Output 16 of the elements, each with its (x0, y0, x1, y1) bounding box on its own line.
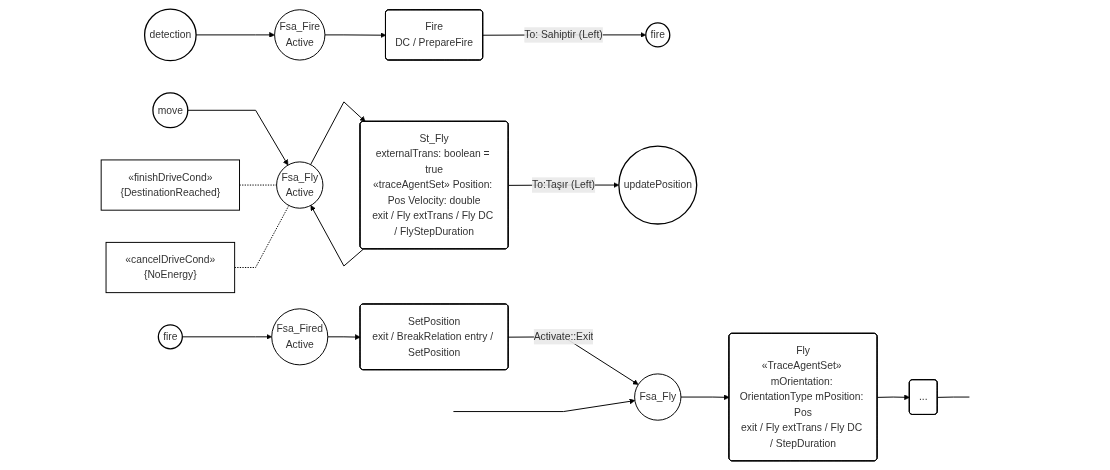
node-circle: fire (645, 22, 671, 48)
node-circle: Fsa_Fly Active (276, 161, 324, 209)
edge-label: To: Sahiptir (Left) (524, 29, 604, 41)
node-circle: fire (158, 324, 184, 350)
connector (234, 205, 290, 268)
node-circle: Fsa_Fire Active (274, 9, 326, 61)
node-circle: Fsa_Fly (634, 373, 682, 421)
node-box: «cancelDriveCond» {NoEnergy} (105, 241, 236, 294)
node-circle: Fsa_Fired Active (271, 308, 329, 366)
edge-label: To:Taşır (Left) (532, 179, 596, 191)
connector (937, 396, 971, 398)
node-box: «finishDriveCond» {DestinationReached} (101, 159, 241, 211)
node-circle: detection (144, 8, 198, 62)
node-circle: updatePosition (618, 145, 698, 225)
node-circle: move (152, 92, 189, 129)
edge-label: Activate::Exit (534, 331, 594, 342)
